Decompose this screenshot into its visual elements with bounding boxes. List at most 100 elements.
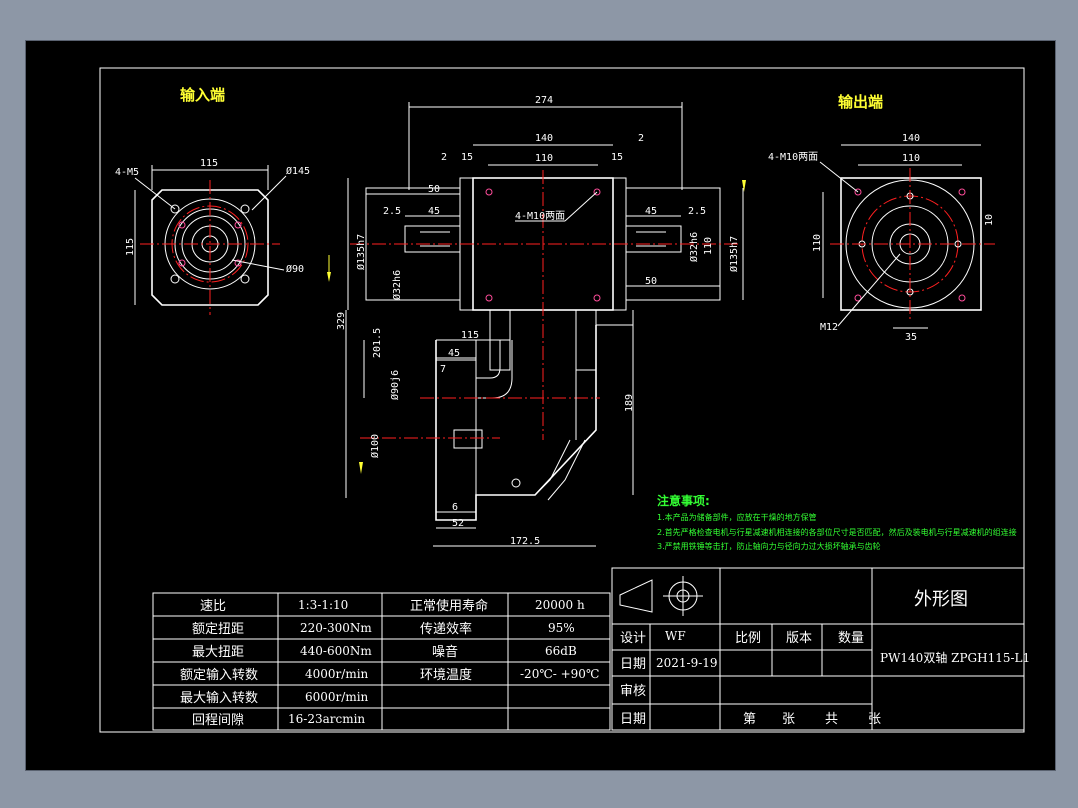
spec-label: 最大输入转数 [180,690,258,706]
input-mount-hole [240,274,250,284]
svg-text:第: 第 [743,712,756,727]
svg-text:50: 50 [428,184,440,195]
svg-text:45: 45 [645,206,657,217]
review-label: 审核 [620,684,646,699]
front-view: 274 140 110 2 15 2 15 50 45 2.5 45 2.5 5… [347,95,746,440]
svg-text:15: 15 [611,152,623,163]
svg-text:35: 35 [905,332,917,343]
svg-text:140: 140 [902,133,920,144]
svg-text:189: 189 [624,394,635,412]
input-mount-hole [240,204,250,214]
svg-text:45: 45 [448,348,460,359]
svg-text:45: 45 [428,206,440,217]
spec-value: 440-600Nm [300,644,372,658]
input-mount-hole [170,204,180,214]
right-shaft [625,225,682,253]
spec-value: 95% [548,621,575,635]
svg-text:110: 110 [902,153,920,164]
svg-text:115: 115 [200,158,218,169]
svg-text:Ø145: Ø145 [286,165,310,177]
svg-text:140: 140 [535,133,553,144]
output-end-view: 输出端 140 110 4-M10两面 110 10 M12 35 [768,93,995,343]
svg-text:7: 7 [440,364,446,375]
version-label: 版本 [786,631,812,646]
spec-value: -20℃- +90℃ [520,667,599,681]
svg-text:2: 2 [441,152,447,163]
svg-text:Ø90: Ø90 [286,263,304,275]
svg-text:52: 52 [452,518,464,529]
m10-hole [485,188,493,196]
designer-value: WF [665,629,686,643]
m10-hole [593,294,601,302]
arrow-marker [327,272,331,282]
spec-table: 速比 1:3-1:10 正常使用寿命 20000 h 额定扭距 220-300N… [152,592,611,731]
svg-text:10: 10 [984,214,995,226]
svg-text:张: 张 [782,712,795,727]
arrow-marker [359,462,363,474]
qty-label: 数量 [838,631,864,646]
svg-text:张: 张 [868,712,881,727]
spec-label: 最大扭距 [192,645,244,660]
svg-text:110: 110 [703,237,714,255]
inner-border [99,67,1025,733]
part-name: PW140双轴 ZPGH115-L1 [880,650,1030,665]
spec-label: 速比 [200,599,226,614]
svg-text:共: 共 [825,712,838,727]
scale-label: 比例 [735,631,761,646]
spec-label: 回程间隙 [192,713,244,728]
spec-value: 16-23arcmin [288,712,365,726]
svg-text:201.5: 201.5 [372,328,383,358]
spec-label: 额定输入转数 [180,667,258,683]
notes-heading: 注意事项: [657,493,710,508]
spec-label: 传递效率 [420,621,472,637]
svg-text:115: 115 [461,330,479,341]
left-shaft [404,225,461,253]
svg-text:4-M10两面: 4-M10两面 [768,152,818,163]
spec-value: 4000r/min [305,667,369,681]
projection-symbol [619,579,653,613]
m10-hole [593,188,601,196]
svg-text:2: 2 [638,133,644,144]
svg-text:115: 115 [125,238,136,256]
date-value: 2021-9-19 [656,656,718,670]
svg-text:2.5: 2.5 [688,206,706,217]
note-item: 2.首先严格检查电机与行星减速机相连接的各部位尺寸是否匹配，然后及装电机与行星减… [657,527,1017,537]
spec-value: 1:3-1:10 [298,598,348,612]
svg-text:4-M5: 4-M5 [115,167,139,178]
svg-text:Ø100: Ø100 [369,434,381,458]
svg-text:Ø90j6: Ø90j6 [389,370,401,400]
note-item: 1.本产品为储备部件，应放在干燥的地方保管 [657,512,817,522]
svg-text:Ø32h6: Ø32h6 [688,232,700,262]
notes-block: 注意事项: 1.本产品为储备部件，应放在干燥的地方保管 2.首先严格检查电机与行… [657,493,1017,551]
spec-value: 20000 h [535,598,585,612]
note-item: 3.严禁用铁锤等击打，防止轴向力与径向力过大损坏轴承与齿轮 [657,541,881,551]
svg-text:Ø135h7: Ø135h7 [355,234,367,270]
arrow-marker [742,180,746,192]
svg-text:274: 274 [535,95,553,106]
spec-value: 220-300Nm [300,621,372,635]
side-view: 329 201.5 Ø100 Ø90j6 115 45 7 189 6 52 1… [336,309,635,547]
drawing-sheet [25,40,1056,771]
svg-text:M12: M12 [820,322,838,333]
title-block: 外形图 设计 WF 比例 版本 数量 日期 2021-9-19 PW140双轴 … [611,567,1030,731]
spec-label: 正常使用寿命 [410,598,488,614]
spec-label: 噪音 [432,644,458,660]
svg-text:15: 15 [461,152,473,163]
svg-text:6: 6 [452,502,458,513]
date-label: 日期 [620,657,646,672]
svg-text:329: 329 [336,312,347,330]
input-mount-hole [170,274,180,284]
input-flange [151,189,269,306]
svg-text:4-M10两面: 4-M10两面 [515,211,565,222]
spec-label: 环境温度 [420,667,472,683]
design-label: 设计 [620,631,646,646]
svg-text:Ø135h7: Ø135h7 [728,236,740,272]
spec-label: 额定扭距 [192,622,244,637]
input-end-view: 输入端 115 115 4-M5 Ø145 Ø90 [115,86,331,315]
svg-text:172.5: 172.5 [510,536,540,547]
spec-value: 66dB [545,644,577,658]
output-end-label: 输出端 [838,93,883,111]
drawing-title: 外形图 [914,589,968,610]
svg-text:110: 110 [812,234,823,252]
